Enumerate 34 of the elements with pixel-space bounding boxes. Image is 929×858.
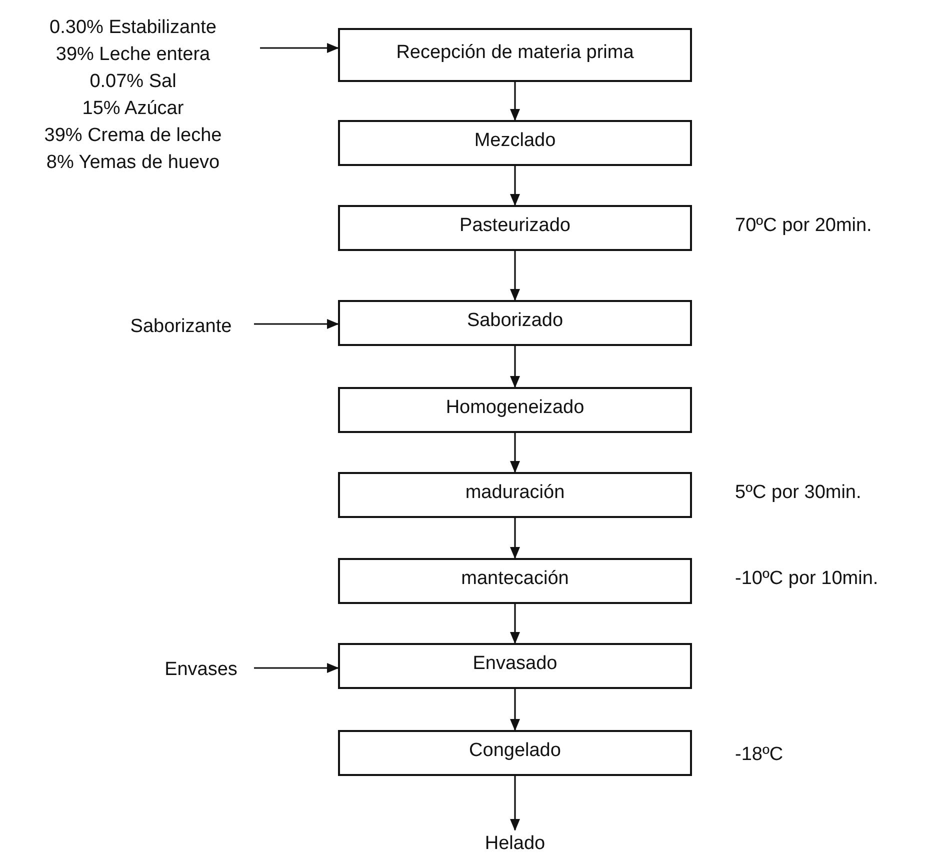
process-box: Homogeneizado bbox=[338, 387, 692, 433]
arrow bbox=[254, 663, 339, 673]
condition-note: 5ºC por 30min. bbox=[735, 482, 862, 504]
arrow bbox=[510, 433, 520, 473]
process-box: Saborizado bbox=[338, 300, 692, 346]
process-box: Congelado bbox=[338, 730, 692, 776]
condition-note: -10ºC por 10min. bbox=[735, 568, 878, 590]
arrow bbox=[254, 319, 339, 329]
input-label: 39% Crema de leche bbox=[44, 124, 222, 148]
arrow bbox=[510, 251, 520, 301]
input-label: 0.07% Sal bbox=[90, 70, 176, 94]
process-box: Envasado bbox=[338, 643, 692, 689]
process-box: Mezclado bbox=[338, 120, 692, 166]
process-box: Pasteurizado bbox=[338, 205, 692, 251]
arrow bbox=[510, 604, 520, 644]
arrow bbox=[510, 346, 520, 388]
input-label: Envases bbox=[164, 658, 238, 682]
process-box: maduración bbox=[338, 472, 692, 518]
condition-note: 70ºC por 20min. bbox=[735, 215, 872, 237]
arrow bbox=[260, 43, 339, 53]
input-label: 39% Leche entera bbox=[56, 43, 210, 67]
process-box: mantecación bbox=[338, 558, 692, 604]
arrow bbox=[510, 776, 520, 831]
input-label: 0.30% Estabilizante bbox=[50, 16, 216, 40]
input-label: Saborizante bbox=[130, 314, 232, 338]
arrow bbox=[510, 166, 520, 206]
arrow bbox=[510, 82, 520, 121]
condition-note: -18ºC bbox=[735, 744, 784, 766]
arrow bbox=[510, 689, 520, 731]
input-label: 8% Yemas de huevo bbox=[46, 151, 220, 175]
process-box: Recepción de materia prima bbox=[338, 28, 692, 82]
input-label: Helado bbox=[484, 832, 546, 856]
input-label: 15% Azúcar bbox=[82, 97, 184, 121]
arrow bbox=[510, 518, 520, 559]
